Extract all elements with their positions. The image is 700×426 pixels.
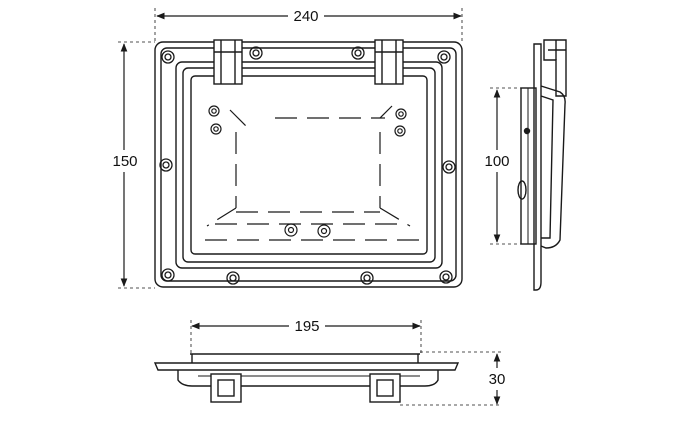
- hole-bottom-left: [161, 268, 175, 282]
- plate-bottom-view: [153, 353, 460, 403]
- plate-front-view: [154, 39, 463, 288]
- plate-side-view: [517, 39, 567, 291]
- outer-flange: [154, 41, 463, 288]
- side-hinge: [543, 39, 567, 97]
- hole-mid-left: [159, 158, 173, 172]
- hidden-handle-outline: [205, 105, 420, 241]
- side-catch: [517, 180, 527, 200]
- side-recess-body: [540, 85, 566, 249]
- side-flange: [533, 43, 542, 291]
- hole-top-2: [249, 46, 263, 60]
- recess-wall-outer: [175, 61, 443, 269]
- bottom-hinge-right: [369, 373, 401, 403]
- dim-label-depth: 30: [489, 371, 506, 388]
- bottom-recess-body: [177, 370, 439, 387]
- left-hinge: [213, 39, 243, 85]
- recess-wall-inner: [182, 67, 436, 263]
- bottom-hinge-left: [210, 373, 242, 403]
- hole-top-left: [161, 50, 175, 64]
- dim-label-side-height: 100: [484, 153, 509, 170]
- flange-inner-edge: [160, 47, 457, 282]
- hole-mid-right: [442, 160, 456, 174]
- hole-top-3: [351, 46, 365, 60]
- side-recess-inner: [540, 95, 554, 239]
- hole-top-right: [437, 50, 451, 64]
- right-hinge: [374, 39, 404, 85]
- hole-bottom-2: [226, 271, 240, 285]
- rivets: [208, 105, 407, 238]
- bottom-flange: [153, 362, 460, 371]
- recess-floor: [190, 75, 428, 255]
- mounting-holes: [159, 46, 456, 285]
- dim-label-overall-width: 240: [293, 8, 318, 25]
- side-pivot: [523, 127, 531, 135]
- hole-bottom-right: [439, 270, 453, 284]
- dim-label-overall-height: 150: [112, 153, 137, 170]
- hole-bottom-3: [360, 271, 374, 285]
- dim-label-recess-width: 195: [294, 318, 319, 335]
